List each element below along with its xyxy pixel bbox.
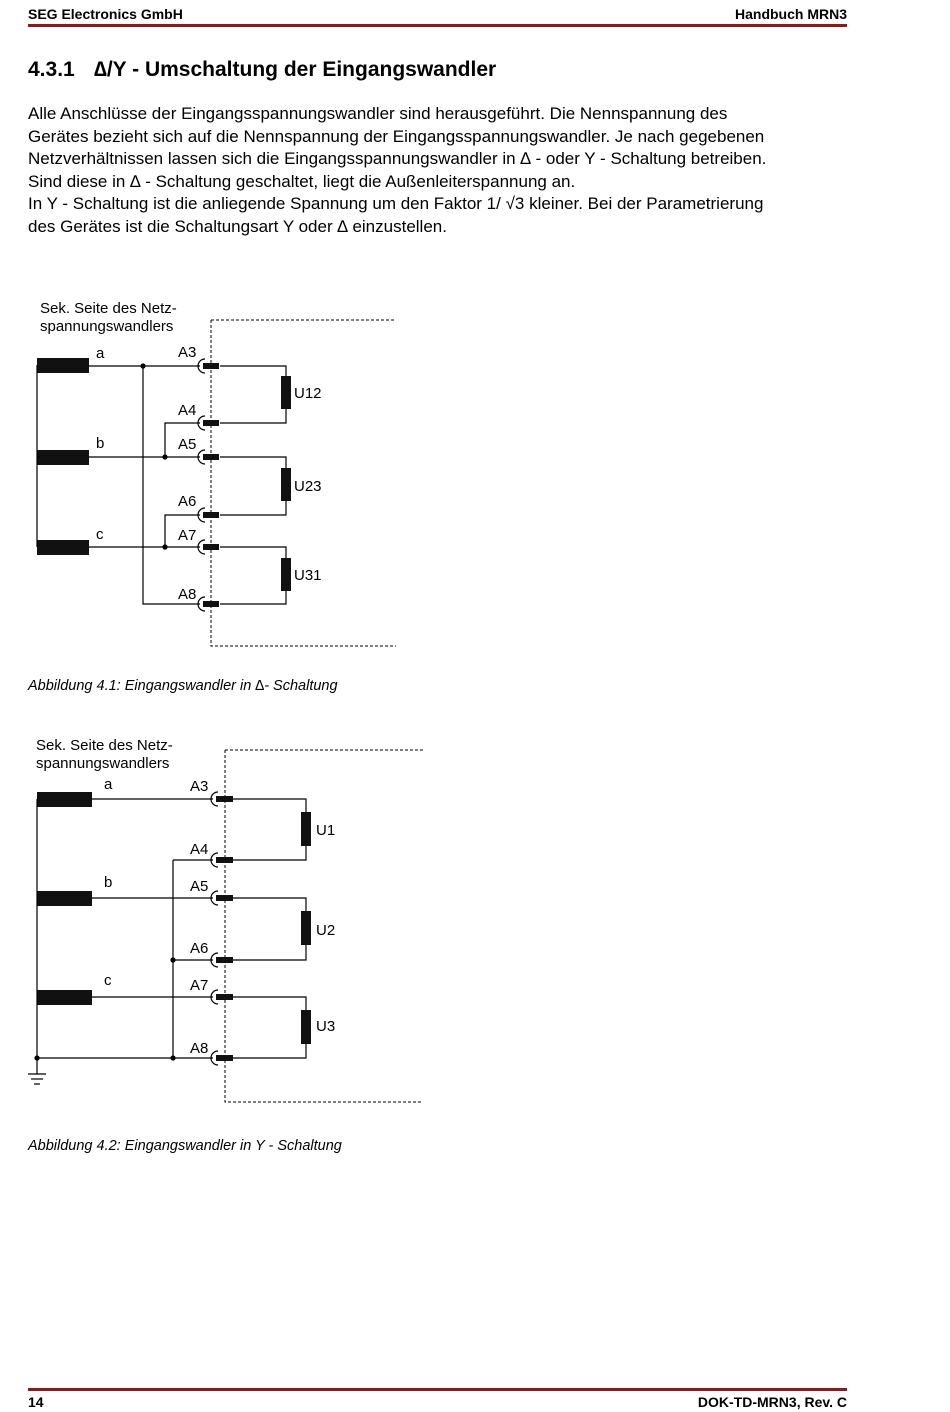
paragraph-line: In Y - Schaltung ist die anliegende Span… bbox=[28, 194, 764, 214]
phase-label-b: b bbox=[104, 874, 112, 891]
element-label-u31: U31 bbox=[294, 567, 322, 584]
paragraph-line: des Gerätes ist die Schaltungsart Y oder… bbox=[28, 216, 447, 236]
header-company: SEG Electronics GmbH bbox=[28, 6, 183, 22]
paragraph-line: Alle Anschlüsse der Eingangsspannungswan… bbox=[28, 104, 728, 123]
terminal-label-a5: A5 bbox=[178, 436, 196, 453]
header-rule bbox=[28, 24, 847, 27]
phase-label-c: c bbox=[96, 526, 104, 543]
phase-label-c: c bbox=[104, 972, 112, 989]
star-circuit-diagram: Sek. Seite des Netz- spannungswandlers a… bbox=[28, 737, 423, 1103]
header-manual: Handbuch MRN3 bbox=[735, 6, 847, 22]
winding-b bbox=[37, 450, 89, 465]
terminal-label-a7: A7 bbox=[190, 977, 208, 994]
device-boundary bbox=[210, 319, 396, 647]
element-label-u12: U12 bbox=[294, 385, 322, 402]
junction-dot bbox=[162, 544, 168, 550]
terminal-label-a8: A8 bbox=[178, 586, 196, 603]
element-u31 bbox=[281, 558, 291, 591]
terminal-label-a8: A8 bbox=[190, 1040, 208, 1057]
terminal-label-a4: A4 bbox=[190, 841, 208, 858]
element-u1 bbox=[301, 812, 311, 846]
terminal-label-a6: A6 bbox=[178, 493, 196, 510]
winding-a bbox=[37, 358, 89, 373]
element-label-u3: U3 bbox=[316, 1018, 335, 1035]
phase-label-a: a bbox=[104, 776, 113, 793]
junction-dot bbox=[162, 454, 168, 460]
paragraph-line: Sind diese in ∆ - Schaltung geschaltet, … bbox=[28, 171, 576, 191]
side-label-line2: spannungswandlers bbox=[36, 755, 169, 772]
device-boundary bbox=[224, 749, 423, 1103]
paragraph-line: Gerätes bezieht sich auf die Nennspannun… bbox=[28, 126, 765, 146]
footer-rule bbox=[28, 1388, 847, 1391]
figure1-caption: Abbildung 4.1: Eingangswandler in ∆- Sch… bbox=[28, 678, 338, 694]
junction-dot bbox=[170, 957, 176, 963]
terminal-label-a3: A3 bbox=[190, 778, 208, 795]
winding-c bbox=[37, 540, 89, 555]
paragraph: Alle Anschlüsse der Eingangsspannungswan… bbox=[28, 103, 858, 239]
element-label-u2: U2 bbox=[316, 922, 335, 939]
winding-b bbox=[37, 891, 92, 906]
terminal-label-a3: A3 bbox=[178, 344, 196, 361]
terminal-label-a7: A7 bbox=[178, 527, 196, 544]
side-label-line1: Sek. Seite des Netz- bbox=[36, 737, 173, 754]
winding-a bbox=[37, 792, 92, 807]
element-u23 bbox=[281, 468, 291, 501]
element-label-u23: U23 bbox=[294, 478, 322, 495]
delta-circuit-diagram: Sek. Seite des Netz- spannungswandlers a… bbox=[36, 300, 396, 647]
terminal-symbols bbox=[210, 791, 233, 1066]
phase-label-a: a bbox=[96, 345, 105, 362]
section-number: 4.3.1 bbox=[28, 58, 75, 81]
delta-wiring bbox=[36, 365, 287, 605]
element-u3 bbox=[301, 1010, 311, 1044]
page-number: 14 bbox=[28, 1394, 44, 1410]
terminal-label-a5: A5 bbox=[190, 878, 208, 895]
side-label-line1: Sek. Seite des Netz- bbox=[40, 300, 177, 317]
terminal-label-a6: A6 bbox=[190, 940, 208, 957]
terminal-symbols bbox=[197, 358, 219, 612]
winding-c bbox=[37, 990, 92, 1005]
section-title: ∆/Y - Umschaltung der Eingangswandler bbox=[94, 58, 497, 81]
star-wiring bbox=[36, 798, 307, 1074]
element-u2 bbox=[301, 911, 311, 945]
figure2-caption: Abbildung 4.2: Eingangswandler in Y - Sc… bbox=[28, 1138, 342, 1154]
element-label-u1: U1 bbox=[316, 822, 335, 839]
junction-dot bbox=[34, 1055, 40, 1061]
paragraph-line: Netzverhältnissen lassen sich die Eingan… bbox=[28, 149, 767, 169]
junction-dot bbox=[140, 363, 146, 369]
element-u12 bbox=[281, 376, 291, 409]
terminal-label-a4: A4 bbox=[178, 402, 196, 419]
junction-dot bbox=[170, 1055, 176, 1061]
side-label-line2: spannungswandlers bbox=[40, 318, 173, 335]
phase-label-b: b bbox=[96, 435, 104, 452]
section-heading: 4.3.1 ∆/Y - Umschaltung der Eingangswandl… bbox=[28, 58, 496, 82]
document-id: DOK-TD-MRN3, Rev. C bbox=[697, 1394, 847, 1410]
ground-icon bbox=[28, 1073, 46, 1085]
